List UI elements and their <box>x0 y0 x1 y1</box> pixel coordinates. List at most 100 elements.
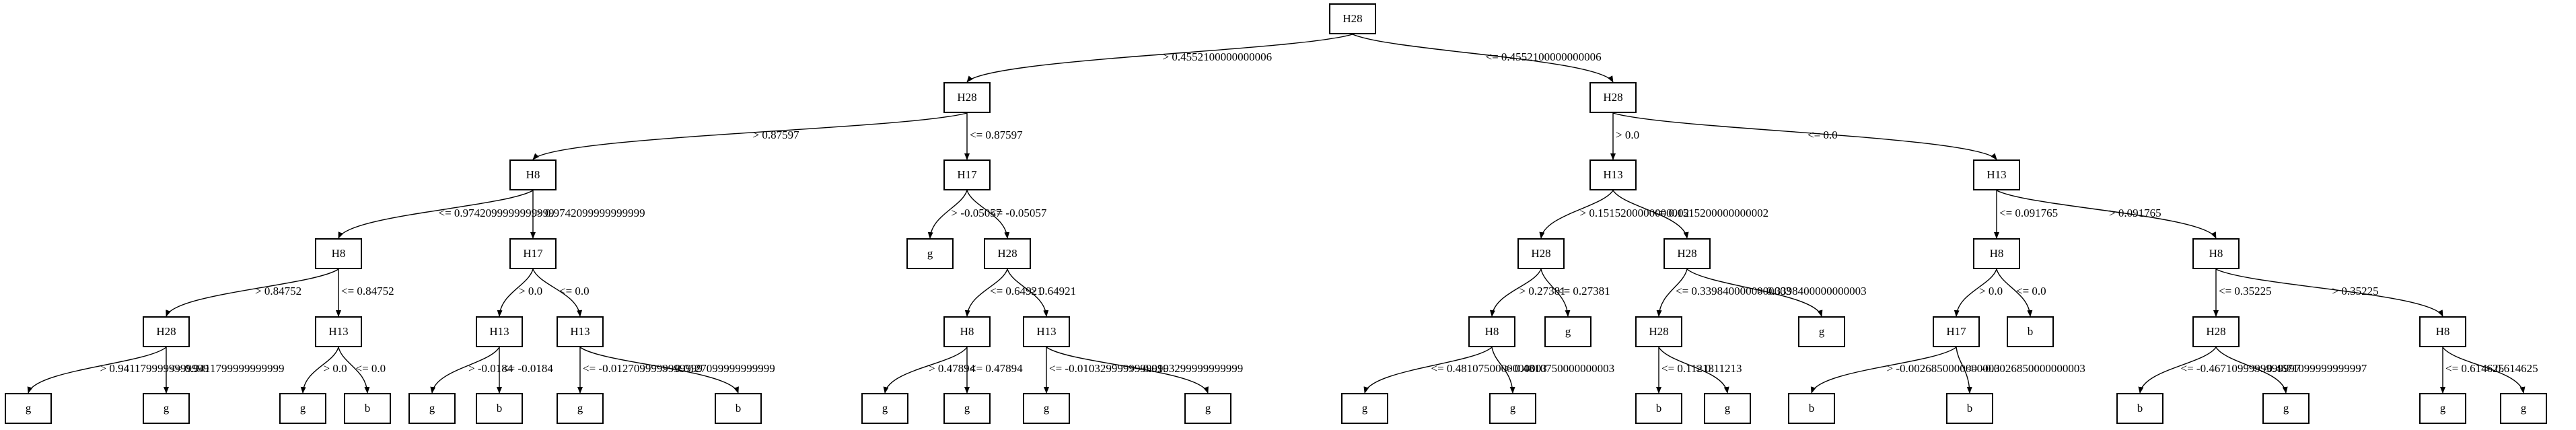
tree-node-leaf-g: g <box>1489 393 1536 424</box>
edge-label-n17-n34: <= -0.0184 <box>502 362 553 375</box>
tree-node-split-h8: H8 <box>2192 238 2240 269</box>
tree-node-leaf-b: b <box>2116 393 2163 424</box>
tree-edge-n12-n23 <box>1656 268 1688 317</box>
tree-edge-n16-n31 <box>300 347 339 394</box>
edge-label-n13-n26: <= 0.0 <box>2016 285 2046 297</box>
edge-label-n2-n5: > 0.0 <box>1616 128 1640 141</box>
edge-label-n28-n50: > 0.614625 <box>2486 362 2538 375</box>
edge-label-n6-n13: <= 0.091765 <box>1999 206 2059 219</box>
tree-node-leaf-b: b <box>344 393 391 424</box>
tree-edge-n10-n20 <box>1007 268 1049 317</box>
tree-edge-n0-n1 <box>966 34 1353 83</box>
tree-node-leaf-g: g <box>1184 393 1231 424</box>
edge-label-n8-n18: <= 0.0 <box>559 285 589 297</box>
tree-node-leaf-g: g <box>1798 316 1845 347</box>
edge-label-n4-n10: <= -0.05057 <box>990 206 1047 219</box>
edge-label-n28-n49: <= 0.614625 <box>2445 362 2505 375</box>
tree-edge-n13-n26 <box>1996 268 2033 317</box>
tree-node-split-h13: H13 <box>315 316 362 347</box>
tree-node-leaf-g: g <box>1341 393 1388 424</box>
tree-node-leaf-g: g <box>557 393 604 424</box>
tree-edge-n0-n2 <box>1352 34 1614 83</box>
tree-node-split-h28: H28 <box>2192 316 2240 347</box>
edge-label-n19-n37: > 0.47894 <box>929 362 976 375</box>
edge-label-n12-n24: > 0.3398400000000003 <box>1757 285 1867 297</box>
edge-label-n23-n44: > 0.11213 <box>1696 362 1742 375</box>
tree-node-split-h8: H8 <box>315 238 362 269</box>
tree-edge-n21-n42 <box>1491 347 1515 394</box>
tree-node-split-h8: H8 <box>943 316 991 347</box>
tree-node-split-h17: H17 <box>943 159 991 190</box>
edge-label-n18-n35: <= -0.0127099999999999 <box>583 362 703 375</box>
tree-node-leaf-g: g <box>2500 393 2547 424</box>
tree-edge-n23-n44 <box>1658 347 1729 394</box>
edge-label-n16-n31: > 0.0 <box>323 362 347 375</box>
tree-edge-n3-n7 <box>338 190 534 239</box>
edge-label-n4-n9: > -0.05057 <box>951 206 1002 219</box>
tree-node-leaf-g: g <box>5 393 52 424</box>
tree-edge-n17-n33 <box>430 347 500 394</box>
tree-node-split-h8: H8 <box>2419 316 2466 347</box>
tree-node-split-h28: H28 <box>984 238 1031 269</box>
tree-node-split-h17: H17 <box>509 238 557 269</box>
tree-node-leaf-g: g <box>1704 393 1751 424</box>
edge-label-n3-n8: > 0.9742099999999999 <box>536 206 645 219</box>
tree-node-split-h28: H28 <box>143 316 190 347</box>
tree-edge-n19-n37 <box>883 347 968 394</box>
tree-node-split-h28: H28 <box>1517 238 1565 269</box>
tree-edge-n14-n28 <box>2215 268 2443 317</box>
tree-node-split-h28: H28 <box>943 82 991 113</box>
edge-label-n8-n17: > 0.0 <box>519 285 543 297</box>
edge-label-n7-n15: > 0.84752 <box>255 285 302 297</box>
tree-edge-n8-n18 <box>532 268 583 317</box>
tree-node-split-h13: H13 <box>1589 159 1637 190</box>
tree-node-split-h28: H28 <box>1635 316 1682 347</box>
edge-label-n15-n30: <= 0.9411799999999999 <box>169 362 285 375</box>
edge-label-n21-n41: <= 0.4810750000000003 <box>1431 362 1547 375</box>
edge-label-n15-n29: > 0.9411799999999999 <box>100 362 209 375</box>
tree-edge-n2-n6 <box>1612 112 1997 160</box>
tree-node-leaf-g: g <box>408 393 456 424</box>
edge-label-n1-n3: > 0.87597 <box>752 128 799 141</box>
edge-label-n25-n46: <= -0.0026850000000003 <box>1966 362 2085 375</box>
tree-edge-n28-n50 <box>2442 347 2526 394</box>
tree-node-leaf-b: b <box>1788 393 1835 424</box>
edge-label-n21-n42: > 0.4810750000000003 <box>1505 362 1615 375</box>
edge-label-n2-n6: <= 0.0 <box>1808 128 1838 141</box>
tree-edge-n27-n47 <box>2138 347 2217 394</box>
tree-node-leaf-g: g <box>1544 316 1591 347</box>
tree-edge-n10-n19 <box>964 268 1008 317</box>
tree-edge-n27-n48 <box>2215 347 2288 394</box>
tree-edge-n13-n25 <box>1954 268 1997 317</box>
tree-edge-n5-n12 <box>1612 190 1689 239</box>
tree-edge-n16-n32 <box>338 347 370 394</box>
tree-edge-n7-n15 <box>166 268 339 317</box>
tree-node-leaf-b: b <box>2007 316 2054 347</box>
edge-label-n19-n38: <= 0.47894 <box>970 362 1023 375</box>
tree-node-leaf-b: b <box>476 393 523 424</box>
tree-edge-n11-n22 <box>1540 268 1571 317</box>
tree-node-leaf-g: g <box>943 393 991 424</box>
edge-label-n3-n7: <= 0.9742099999999999 <box>438 206 554 219</box>
tree-node-leaf-g: g <box>906 238 954 269</box>
edge-label-n12-n23: <= 0.3398400000000003 <box>1676 285 1792 297</box>
tree-node-split-h13: H13 <box>557 316 604 347</box>
edge-label-n14-n28: > 0.35225 <box>2332 285 2379 297</box>
edge-label-n20-n40: > -0.0103299999999999 <box>1130 362 1244 375</box>
edge-label-n1-n4: <= 0.87597 <box>970 128 1023 141</box>
tree-node-split-h28: H28 <box>1663 238 1711 269</box>
tree-node-leaf-g: g <box>2262 393 2310 424</box>
tree-node-split-h28: H28 <box>1329 3 1376 34</box>
edge-label-n0-n2: <= 0.4552100000000006 <box>1485 50 1602 63</box>
edge-label-n17-n33: > -0.0184 <box>468 362 513 375</box>
tree-node-split-h13: H13 <box>476 316 523 347</box>
tree-node-leaf-g: g <box>1023 393 1070 424</box>
tree-node-split-h28: H28 <box>1589 82 1637 113</box>
tree-node-leaf-b: b <box>1946 393 1993 424</box>
edge-label-n13-n25: > 0.0 <box>1979 285 2003 297</box>
tree-node-leaf-b: b <box>1635 393 1682 424</box>
tree-node-leaf-b: b <box>715 393 762 424</box>
tree-edge-n21-n41 <box>1363 347 1493 394</box>
edge-label-n0-n1: > 0.4552100000000006 <box>1162 50 1273 63</box>
